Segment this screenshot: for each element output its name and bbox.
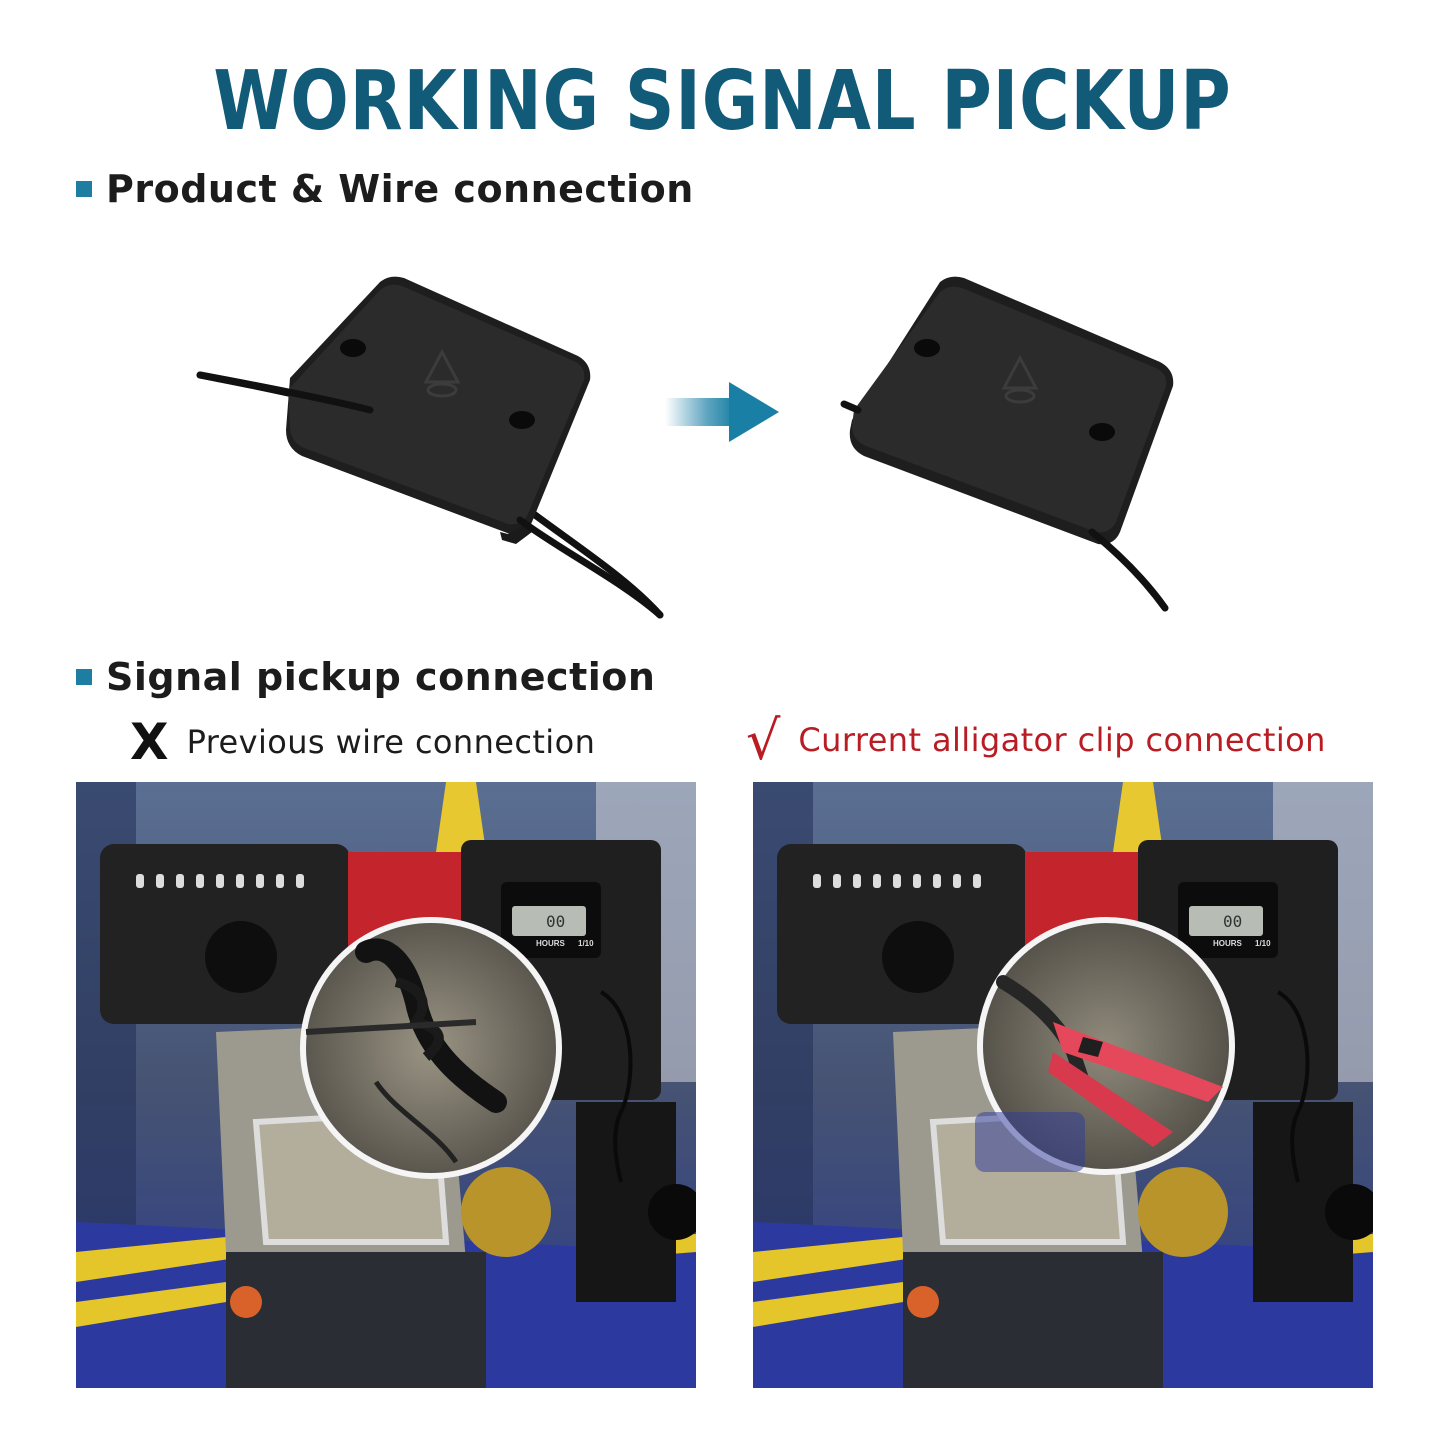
meter-display: 00 (1223, 912, 1242, 931)
square-bullet-icon (76, 181, 92, 197)
x-mark-icon: X (130, 713, 169, 771)
caption-current-label: Current alligator clip connection (798, 721, 1326, 759)
sensor-box-before (190, 270, 670, 630)
meter-hours-label: HOURS (536, 939, 566, 948)
photo-current-connection: 00 HOURS 1/10 (753, 782, 1373, 1388)
section-heading-signal: Signal pickup connection (76, 652, 655, 702)
meter-display: 00 (546, 912, 565, 931)
sensor-box-after (830, 270, 1190, 620)
check-mark-icon: √ (746, 708, 781, 772)
caption-current: √ Current alligator clip connection (746, 708, 1326, 772)
right-arrow-icon (665, 378, 785, 448)
section-heading-product: Product & Wire connection (76, 164, 694, 214)
meter-resolution-label: 1/10 (578, 939, 594, 948)
meter-hours-label: HOURS (1213, 939, 1243, 948)
photo-previous-connection: 00 HOURS 1/10 (76, 782, 696, 1388)
caption-previous: X Previous wire connection (130, 712, 595, 772)
section-heading-product-label: Product & Wire connection (106, 167, 694, 211)
caption-previous-label: Previous wire connection (186, 723, 596, 761)
page-title: WORKING SIGNAL PICKUP (213, 54, 1232, 149)
section-heading-signal-label: Signal pickup connection (106, 655, 656, 699)
meter-resolution-label: 1/10 (1255, 939, 1271, 948)
square-bullet-icon (76, 669, 92, 685)
